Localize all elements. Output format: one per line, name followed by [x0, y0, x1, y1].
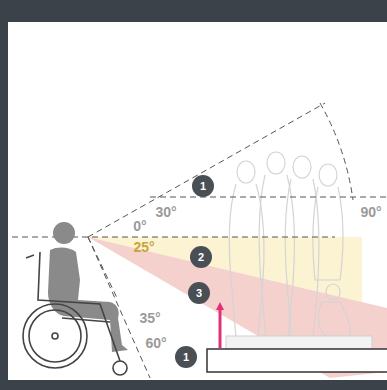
angle-label: 30° — [155, 204, 176, 220]
angle-label: 0° — [133, 218, 146, 234]
chair-seat — [62, 318, 110, 322]
callout-disc — [192, 175, 214, 197]
callout-disc — [188, 282, 210, 304]
statue-group — [229, 152, 350, 338]
statue-head — [319, 164, 337, 186]
thirty-degree-line — [88, 103, 325, 237]
caster-wheel — [113, 361, 127, 375]
sight-lines — [12, 103, 387, 378]
wheelchair — [23, 252, 127, 375]
angle-label: 90° — [360, 204, 381, 220]
callout-disc — [175, 346, 197, 368]
wheelchair-user — [23, 222, 128, 375]
eye-level-line — [150, 197, 387, 198]
statue-body — [229, 184, 264, 338]
person-body — [48, 248, 128, 352]
platform — [207, 349, 387, 372]
seated-statue-body — [319, 302, 351, 336]
angle-label: 60° — [145, 335, 166, 351]
callout-number: 3 — [188, 282, 210, 304]
angle-label: 35° — [139, 310, 160, 326]
view-arc — [320, 103, 353, 200]
chair-frame — [38, 252, 120, 361]
seated-statue-head — [326, 284, 340, 300]
callout-circle: 1 — [175, 346, 197, 368]
pedestal — [226, 336, 372, 349]
callout-number: 1 — [175, 346, 197, 368]
wheel-hub — [52, 333, 58, 339]
callout-circle: 1 — [192, 175, 214, 197]
statue-head — [293, 156, 311, 178]
callout-number: 2 — [190, 246, 212, 268]
callout-circle: 2 — [190, 246, 212, 268]
callout-circle: 3 — [188, 282, 210, 304]
statue-body — [313, 187, 343, 280]
person-head — [53, 222, 75, 244]
white-panel — [8, 22, 387, 380]
height-arrow — [219, 306, 222, 348]
statue-head — [237, 161, 255, 183]
callout-number: 1 — [192, 175, 214, 197]
wheel-inner — [29, 310, 81, 362]
callout-disc — [190, 246, 212, 268]
wheel-outer — [23, 304, 87, 368]
statue-head — [267, 152, 285, 174]
chair-handle — [26, 255, 34, 258]
angle-label: 25° — [133, 239, 154, 255]
